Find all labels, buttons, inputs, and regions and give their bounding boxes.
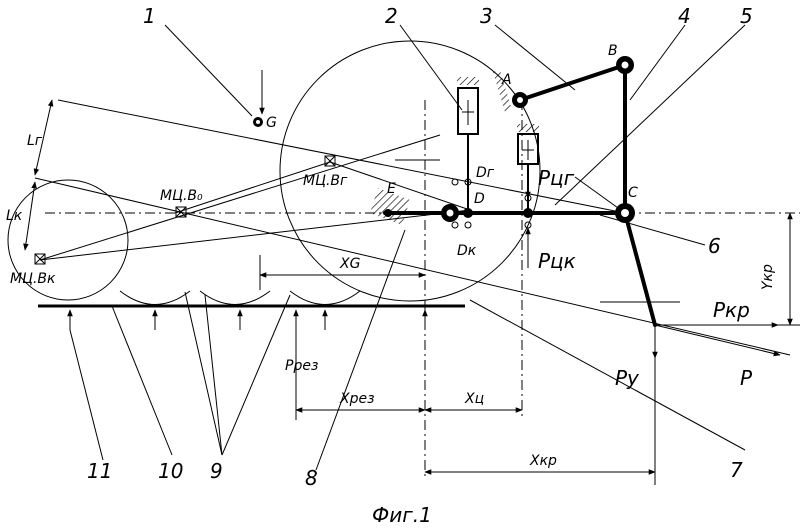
numeral-6: 6 — [708, 234, 721, 258]
p-cg-label: Pцг — [538, 166, 575, 190]
x-c-label: Xц — [464, 391, 484, 407]
y-kr-label: Yкр — [760, 264, 776, 290]
figure-caption: Фиг.1 — [372, 503, 432, 527]
d-g-label: Dг — [476, 165, 495, 181]
numeral-3: 3 — [480, 4, 493, 28]
point-e-label: E — [387, 181, 396, 197]
large-wheel — [279, 40, 541, 302]
numeral-4: 4 — [678, 4, 691, 28]
l-k-label: Lк — [6, 208, 23, 224]
joints — [253, 56, 635, 229]
x-g-label: XG — [339, 256, 361, 272]
point-b-label: B — [608, 43, 618, 59]
p-y-label: Py — [615, 366, 640, 390]
p-rez-label: Pрез — [285, 358, 318, 374]
numeral-11: 11 — [87, 459, 112, 483]
leader-lines — [69, 24, 746, 471]
p-ck-label: Pцк — [538, 249, 576, 273]
x-kr-label: Xкр — [529, 453, 557, 469]
small-wheel — [7, 179, 129, 301]
p-label: P — [740, 366, 753, 390]
numeral-2: 2 — [385, 4, 398, 28]
point-c-label: C — [628, 185, 638, 201]
point-d-label: D — [474, 191, 485, 207]
dimension-lines — [23, 99, 800, 485]
track-arcs — [119, 290, 361, 305]
numeral-5: 5 — [740, 4, 753, 28]
numeral-9: 9 — [210, 459, 223, 483]
numeral-1: 1 — [143, 4, 156, 28]
mcc-markers — [34, 155, 336, 265]
point-a-label: A — [501, 72, 512, 88]
x-rez-label: Xрез — [339, 391, 375, 407]
p-kr-label: Pкр — [713, 298, 750, 322]
mcc-g-label: МЦ.Вг — [303, 173, 348, 189]
mcc-0-label: МЦ.В₀ — [160, 188, 203, 204]
d-k-label: Dк — [457, 243, 477, 259]
numeral-8: 8 — [305, 466, 318, 490]
point-g-label: G — [266, 115, 277, 131]
l-g-label: Lг — [27, 133, 43, 149]
numeral-10: 10 — [158, 459, 183, 483]
reference-lines — [34, 99, 791, 356]
numeral-7: 7 — [730, 458, 743, 482]
hatched-supports — [370, 70, 539, 225]
mcc-k-label: МЦ.Вк — [10, 271, 56, 287]
